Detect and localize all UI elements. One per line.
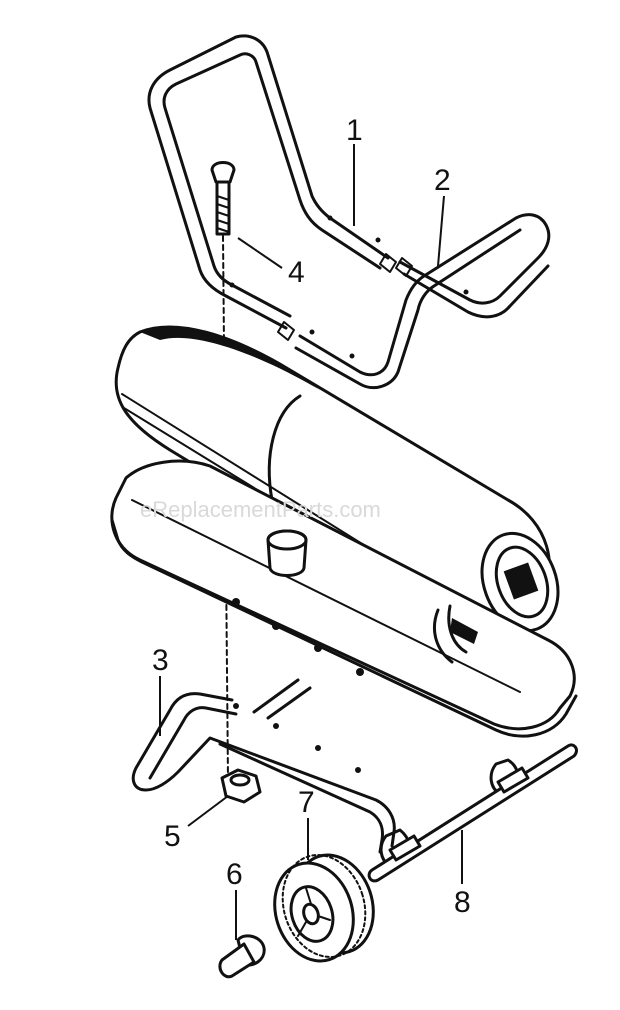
tank-hole: [272, 622, 280, 630]
nut-hole: [229, 773, 251, 787]
handle-hole: [327, 215, 333, 221]
handle-hole: [349, 353, 355, 359]
hub-cap-body: [218, 942, 256, 979]
frame-hole: [355, 767, 361, 773]
handle-hole: [375, 237, 381, 243]
axle-sleeve-left: [388, 834, 422, 862]
base-frame-rear-leg: [252, 678, 312, 720]
tank-hole: [356, 668, 364, 676]
axle-sleeve-right: [496, 766, 530, 794]
outlet-grille: [503, 562, 539, 600]
bolt-thread: [216, 195, 230, 233]
callout-3: 3: [152, 644, 169, 677]
leader-line-5: [187, 795, 229, 827]
support-shadow: [450, 618, 478, 644]
callout-4: 4: [288, 256, 305, 289]
tank-rim: [110, 518, 578, 738]
callout-2: 2: [434, 164, 451, 197]
nut: [220, 768, 262, 804]
wheel-center: [302, 902, 320, 926]
callout-8: 8: [454, 886, 471, 919]
axle-rod: [367, 743, 578, 883]
watermark: eReplacementParts.com: [140, 497, 381, 522]
hub-cap: [218, 934, 266, 979]
leader-lines: [159, 144, 463, 940]
fuel-cap-top: [266, 529, 308, 551]
tank-hole: [314, 644, 322, 652]
cylinder-shading-top: [140, 326, 320, 390]
base-frame-front: [131, 692, 396, 848]
callout-7: 7: [298, 786, 315, 819]
handle-tube-end-b: [395, 257, 413, 277]
heater-body: [110, 325, 578, 738]
handle-hole: [229, 282, 235, 288]
handle-hole: [309, 329, 315, 335]
tank-hole: [232, 598, 240, 606]
callout-5: 5: [164, 820, 181, 853]
frame-hole: [233, 703, 239, 709]
callouts: 1 2 3 4 5 6 7 8: [152, 114, 471, 919]
handle-right-half: [294, 213, 551, 389]
handle-hole: [463, 289, 469, 295]
callout-1: 1: [346, 114, 363, 147]
handle-tube-end-a: [379, 253, 397, 273]
base-frame-back: [148, 706, 384, 854]
handle-tube-end-c: [277, 321, 295, 341]
frame-hole: [315, 745, 321, 751]
bolt-head: [210, 161, 236, 184]
axle: [367, 743, 578, 883]
wheel: [273, 853, 375, 963]
wheel-spokes: [297, 887, 331, 937]
leader-line-2: [437, 195, 445, 267]
handle-assembly: [147, 34, 551, 389]
frame-hole: [273, 723, 279, 729]
cylinder-support: [433, 604, 468, 664]
handle-left-half: [147, 34, 390, 330]
leader-line-4: [237, 237, 283, 269]
callout-6: 6: [226, 858, 243, 891]
tank-ridge: [131, 499, 521, 693]
